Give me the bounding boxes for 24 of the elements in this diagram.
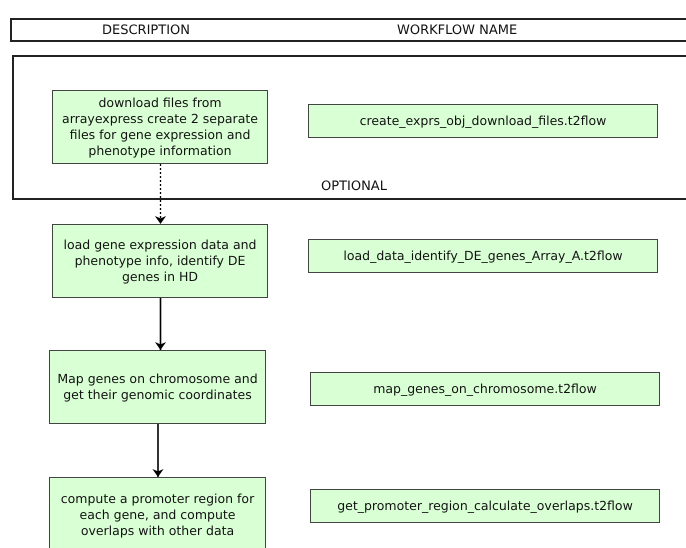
group-label: OPTIONAL xyxy=(321,179,387,194)
step-description: download files from arrayexpress create 2 separate files for gene expression and phenotype information xyxy=(61,95,259,159)
workflow-file-box xyxy=(310,489,660,523)
process-box xyxy=(52,90,268,164)
step-description: load gene expression data and phenotype info, identify DE genes in HD xyxy=(62,237,258,285)
process-box xyxy=(49,350,266,424)
workflow-filename: map_genes_on_chromosome.t2flow xyxy=(373,381,597,397)
step-description: Map genes on chromosome and get their genomic coordinates xyxy=(56,371,259,403)
process-box xyxy=(49,477,266,548)
workflow-file-box xyxy=(308,104,658,138)
workflow-filename: get_promoter_region_calculate_overlaps.t2flow xyxy=(337,498,633,514)
header-bar xyxy=(10,18,686,42)
optional-group-frame xyxy=(12,55,686,200)
arrow xyxy=(152,424,164,477)
step-description: compute a promoter region for each gene, and compute overlaps with other data xyxy=(60,491,256,539)
process-box xyxy=(52,224,268,298)
arrow xyxy=(154,164,166,224)
workflow-file-box xyxy=(308,239,658,273)
arrow xyxy=(154,298,166,350)
column-heading: DESCRIPTION xyxy=(102,23,190,38)
workflow-file-box xyxy=(310,372,660,406)
workflow-filename: create_exprs_obj_download_files.t2flow xyxy=(360,113,606,129)
workflow-filename: load_data_identify_DE_genes_Array_A.t2flow xyxy=(343,248,623,264)
column-heading: WORKFLOW NAME xyxy=(397,23,518,38)
